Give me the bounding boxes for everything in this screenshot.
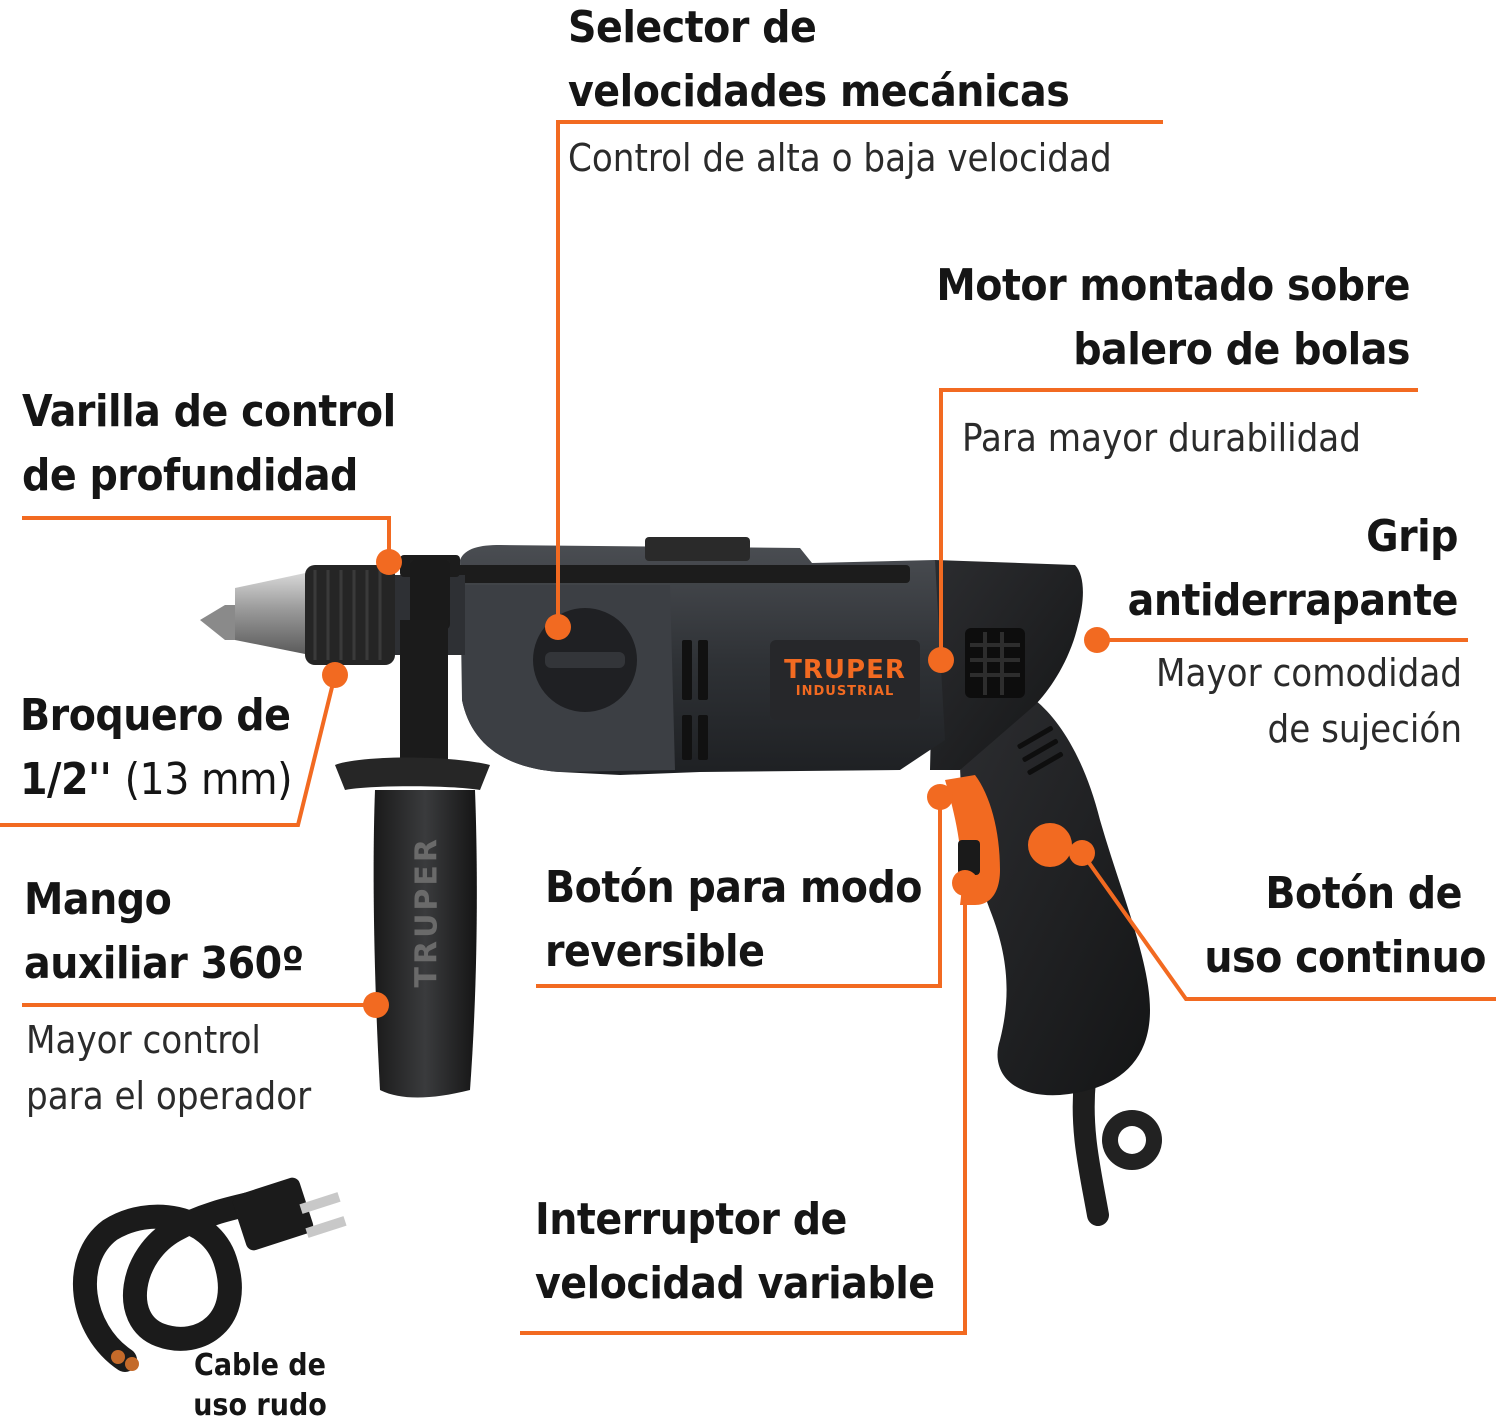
callout-mango-title-2: auxiliar 360º — [24, 938, 304, 989]
top-button — [645, 537, 750, 561]
callout-grip-title-1: Grip — [1366, 511, 1458, 562]
motor-vent-grid — [970, 632, 1020, 695]
callout-broquero-size: 1/2'' — [20, 754, 112, 805]
callout-selector-subtitle: Control de alta o baja velocidad — [568, 136, 1112, 180]
callout-mango-title-1: Mango — [24, 874, 172, 925]
callout-selector-title-2: velocidades mecánicas — [568, 66, 1070, 117]
callout-cable-title-1: Cable de — [194, 1348, 326, 1383]
callout-grip-subtitle-1: Mayor comodidad — [1156, 651, 1462, 695]
callout-mango: Mango auxiliar 360º — [24, 868, 304, 996]
top-rail — [440, 565, 910, 583]
leader-motor — [939, 388, 1418, 660]
callout-broquero-mm: (13 mm) — [124, 754, 293, 805]
leader-selector — [556, 120, 1163, 627]
callout-mango-subtitle: Mayor control para el operador — [26, 1012, 311, 1124]
callout-broquero-title-2: 1/2'' (13 mm) — [20, 748, 293, 812]
callout-motor-subtitle: Para mayor durabilidad — [962, 416, 1361, 460]
callout-grip-title-2: antiderrapante — [1127, 575, 1459, 626]
callout-cable: Cable de uso rudo — [170, 1346, 350, 1426]
callout-grip: Grip antiderrapante — [1127, 505, 1459, 633]
callout-motor-subtitle-wrap: Para mayor durabilidad — [962, 410, 1361, 466]
grip-texture — [1017, 726, 1064, 775]
brand-name: TRUPER — [784, 655, 906, 685]
auxiliary-handle — [335, 620, 490, 1098]
callout-interruptor: Interruptor de velocidad variable — [535, 1188, 935, 1316]
callout-reversible-title-2: reversible — [545, 926, 765, 977]
body-vents — [682, 640, 708, 760]
power-cord — [1072, 1069, 1162, 1226]
continuous-button-shape — [1028, 823, 1072, 867]
callout-continuo-title-2: uso continuo — [1204, 932, 1486, 983]
callout-motor: Motor montado sobre balero de bolas — [936, 254, 1410, 382]
leader-broquero — [0, 674, 337, 827]
cable-coil — [72, 1177, 347, 1372]
callout-continuo-title-1: Botón de — [1265, 868, 1462, 919]
leader-dots — [322, 549, 1110, 1018]
callout-boton-continuo: Botón de uso continuo — [1204, 862, 1486, 990]
callout-varilla: Varilla de control de profundidad — [22, 380, 396, 508]
callout-motor-title-1: Motor montado sobre — [936, 260, 1410, 311]
callout-motor-title-2: balero de bolas — [1073, 324, 1410, 375]
callout-broquero: Broquero de 1/2'' (13 mm) — [20, 684, 293, 812]
callout-mango-subtitle-2: para el operador — [26, 1074, 312, 1118]
callout-boton-reversible: Botón para modo reversible — [545, 856, 922, 984]
motor-vent — [965, 628, 1025, 698]
drill-chuck — [200, 565, 465, 665]
brand-subname: INDUSTRIAL — [795, 684, 895, 699]
leader-varilla — [22, 516, 391, 562]
pistol-grip — [960, 700, 1150, 1096]
handle-brand-text: TRUPER — [409, 835, 445, 988]
callout-grip-subtitle-2: de sujeción — [1267, 707, 1462, 751]
callout-cable-title-2: uso rudo — [193, 1388, 327, 1423]
callout-selector-title-1: Selector de — [568, 2, 817, 53]
callout-varilla-title-2: de profundidad — [22, 450, 358, 501]
callout-interruptor-title-2: velocidad variable — [535, 1258, 935, 1309]
callout-varilla-title-1: Varilla de control — [22, 386, 396, 437]
leader-lines — [0, 120, 1496, 1335]
logo-plate — [770, 640, 920, 720]
brand-logo: TRUPER INDUSTRIAL — [780, 656, 910, 700]
leader-reversible — [536, 797, 942, 988]
callout-grip-subtitle: Mayor comodidad de sujeción — [1156, 645, 1462, 757]
depth-rod — [410, 560, 450, 630]
callout-interruptor-title-1: Interruptor de — [535, 1194, 847, 1245]
callout-broquero-title-1: Broquero de — [20, 690, 291, 741]
reverse-switch-shape — [958, 840, 980, 875]
leader-continuo — [1080, 851, 1496, 1001]
leader-interruptor — [520, 883, 967, 1335]
callout-mango-subtitle-1: Mayor control — [26, 1018, 261, 1062]
callout-reversible-title-1: Botón para modo — [545, 862, 922, 913]
callout-selector: Selector de velocidades mecánicas Contro… — [568, 0, 1112, 186]
